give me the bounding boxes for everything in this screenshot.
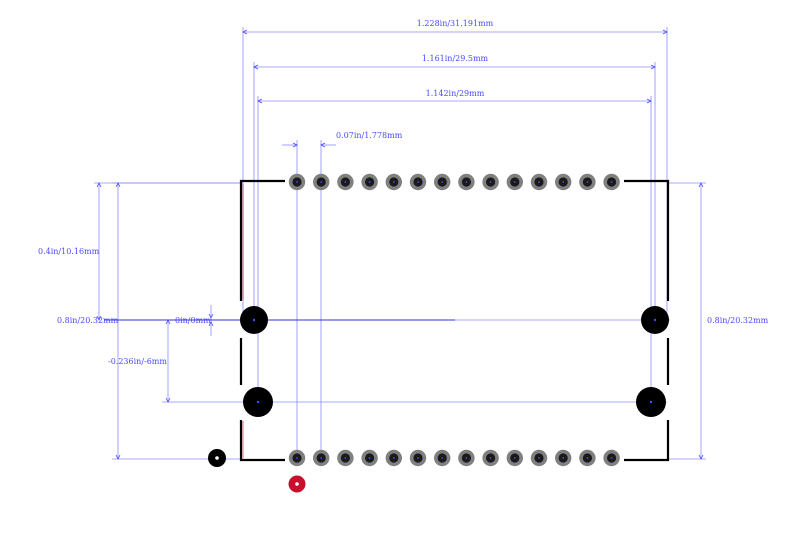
dimension-arrows	[96, 29, 704, 460]
pad-center-mark	[417, 181, 419, 183]
origin-marker-center	[215, 456, 219, 460]
arrow-origin-top	[208, 313, 214, 319]
pad-center-mark	[586, 181, 589, 183]
pad-center-mark	[562, 181, 565, 183]
label-hole-span-inner: 1.142in/29mm	[426, 89, 485, 98]
pad-center-mark	[344, 457, 347, 459]
pad-center-mark	[513, 457, 516, 459]
arrow-origin-bottom	[208, 321, 214, 327]
arrow-width-right	[662, 29, 668, 35]
pad-center-mark	[562, 457, 565, 459]
pad-center-mark	[538, 457, 540, 459]
pad-center-mark	[392, 457, 395, 459]
arrow-outer-right	[650, 64, 656, 70]
board-outline	[239, 179, 670, 462]
label-pin-pitch: 0.07in/1.778mm	[336, 131, 403, 140]
pad-rows	[288, 173, 620, 467]
arrow-height-left-top	[115, 182, 121, 188]
pad-center-mark	[441, 457, 444, 459]
pad-center-mark	[344, 181, 347, 183]
arrow-lower-top	[165, 319, 171, 325]
arrow-height-left-bottom	[115, 454, 121, 460]
pad-center-mark	[489, 457, 492, 459]
label-overall-width: 1.228in/31.191mm	[417, 19, 494, 28]
label-origin: 0in/0mm	[175, 316, 211, 325]
outline-top-left	[239, 179, 285, 301]
outline-bottom-right	[624, 420, 670, 462]
mount-hole-mark-br	[649, 400, 653, 404]
label-row-to-hole: 0.4in/10.16mm	[38, 247, 100, 256]
mount-hole-mark-tr	[653, 318, 657, 322]
pad-center-mark	[465, 181, 468, 183]
pad-center-mark	[296, 181, 298, 183]
outline-top-right	[624, 179, 670, 301]
label-overall-height-left: 0.8in/20.32mm	[57, 316, 119, 325]
pad-center-mark	[610, 457, 613, 459]
pad-center-mark	[296, 457, 298, 459]
pad-center-mark	[538, 181, 540, 183]
mounting-holes	[240, 306, 669, 417]
pad-center-mark	[465, 457, 468, 459]
pad-center-mark	[392, 181, 395, 183]
arrow-height-right-top	[698, 182, 704, 188]
pin1-marker-center	[295, 482, 299, 486]
arrow-inner-left	[257, 98, 263, 104]
pad-center-mark	[441, 181, 444, 183]
pad-center-mark	[417, 457, 419, 459]
dimension-lines	[94, 27, 706, 460]
arrow-rowhole-top	[96, 182, 102, 188]
dimension-labels: 1.228in/31.191mm 1.161in/29.5mm 1.142in/…	[38, 19, 769, 366]
arrow-outer-left	[253, 64, 259, 70]
arrow-rowhole-bottom	[96, 315, 102, 321]
pad-center-mark	[489, 181, 492, 183]
label-lower-hole-offset: -0.236in/-6mm	[108, 357, 167, 366]
label-hole-span-outer: 1.161in/29.5mm	[422, 54, 489, 63]
arrow-inner-right	[646, 98, 652, 104]
arrow-lower-bottom	[165, 397, 171, 403]
mount-hole-mark-tl	[252, 318, 256, 322]
arrow-width-left	[242, 29, 248, 35]
label-overall-height-right: 0.8in/20.32mm	[707, 316, 769, 325]
mount-hole-mark-bl	[256, 400, 260, 404]
arrow-pitch-right	[320, 142, 326, 148]
arrow-height-right-bottom	[698, 454, 704, 460]
pad-center-mark	[320, 457, 323, 459]
arrow-pitch-left	[292, 142, 298, 148]
pad-center-mark	[320, 181, 323, 183]
outline-bottom-left	[239, 420, 285, 462]
pad-center-mark	[513, 181, 516, 183]
pad-center-mark	[610, 181, 613, 183]
pad-center-mark	[368, 457, 371, 459]
pad-center-mark	[368, 181, 371, 183]
pad-center-mark	[586, 457, 589, 459]
